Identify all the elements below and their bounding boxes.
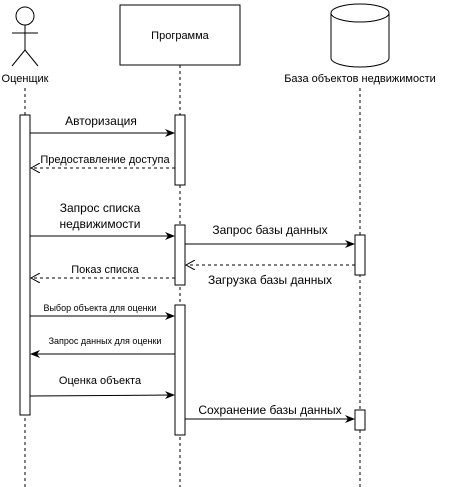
message-label-authorization: Авторизация <box>65 114 137 128</box>
program-label: Программа <box>151 30 210 42</box>
message-label-list-request-line2: недвижимости <box>60 217 141 231</box>
message-label-db-request: Запрос базы данных <box>212 223 327 237</box>
database-icon <box>330 3 390 68</box>
actor-label: Оценщик <box>2 73 49 85</box>
message-label-db-load: Загрузка базы данных <box>208 273 332 287</box>
database-label: База объектов недвижимости <box>284 73 436 85</box>
actor-figure <box>11 6 39 67</box>
message-arrow-evaluate <box>29 391 175 400</box>
message-label-select-object: Выбор объекта для оценки <box>43 303 156 313</box>
message-label-access: Предоставление доступа <box>40 154 170 166</box>
message-label-show-list: Показ списка <box>71 264 139 276</box>
program-activation-3 <box>174 304 186 436</box>
message-label-list-request-line1: Запрос списка <box>60 201 141 215</box>
actor-activation <box>19 114 31 416</box>
message-label-save-db: Сохранение базы данных <box>198 403 341 417</box>
program-activation-1 <box>174 114 186 186</box>
message-label-evaluate: Оценка объекта <box>59 375 142 387</box>
database-activation-1 <box>354 234 366 276</box>
message-label-data-request: Запрос данных для оценки <box>49 336 162 346</box>
database-activation-2 <box>354 409 366 431</box>
program-box <box>119 4 241 66</box>
program-activation-2 <box>174 224 186 286</box>
